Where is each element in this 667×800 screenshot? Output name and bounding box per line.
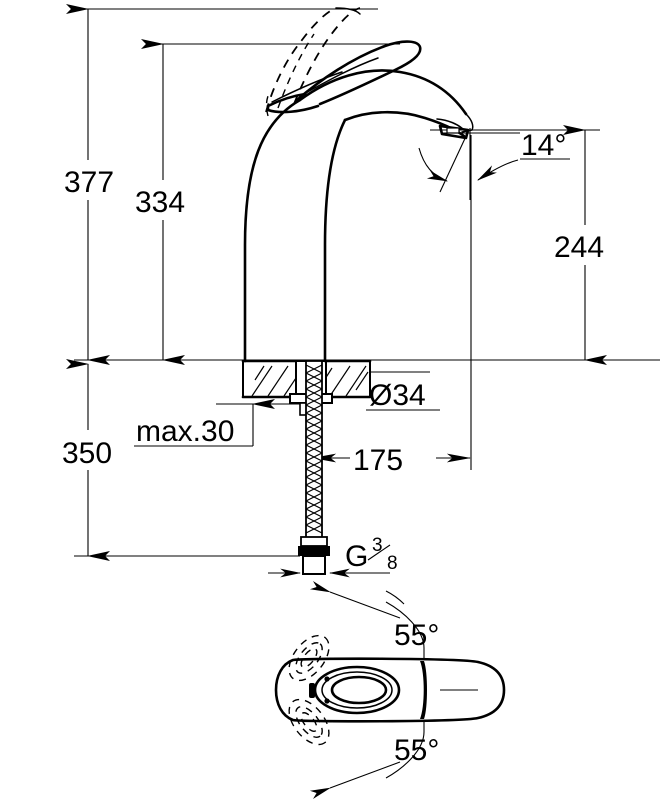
lever-handle (266, 40, 422, 114)
plan-body (274, 648, 506, 732)
angle14-tilt-ray (439, 131, 469, 193)
neck-tick-left (420, 661, 427, 719)
lever-upper-edge (295, 40, 422, 106)
dimension-max-30: max.30 (134, 399, 300, 448)
handle-rotated-upper (288, 634, 330, 682)
dim-55-upper-label: 55° (394, 619, 439, 652)
angle55-upper-ray (385, 601, 425, 649)
dim-244-label: 244 (554, 231, 604, 264)
dim-377-label: 377 (64, 166, 114, 199)
handle-lower-core (300, 712, 318, 732)
handle-upper-core (300, 648, 318, 668)
angle55-lower-arrow-line (309, 761, 401, 800)
handle-ring-inner (330, 675, 388, 705)
thread-denominator: 8 (387, 553, 398, 574)
dimension-thread: G 3 8 (268, 535, 398, 578)
handle-lower-outline (288, 698, 330, 746)
dim-d34-label: Ø34 (369, 379, 426, 412)
dim-max30-label: max.30 (136, 415, 234, 448)
dimension-377: 377 (60, 4, 144, 365)
lever-lower-edge (266, 104, 320, 114)
angle55-upper-arc (385, 590, 405, 605)
angle55-lower-ray (385, 731, 425, 779)
flexible-hose (298, 360, 330, 575)
dimension-outlet-angle: 14° (418, 128, 570, 200)
handle-ring-mid (321, 671, 393, 709)
hose-ferrule (300, 536, 328, 547)
dimension-55-lower: 55° (309, 731, 439, 800)
thread-connector (302, 555, 326, 575)
dimension-175: 175 (311, 440, 472, 477)
spout-upper-profile (298, 69, 468, 116)
dim-377-text-bg (60, 160, 144, 200)
dim-334-label: 334 (135, 186, 185, 219)
indicator-dot-bottom (324, 698, 330, 704)
spout-tip (461, 113, 474, 133)
dimension-334: 334 (133, 39, 219, 365)
lever-raised-left (265, 7, 337, 113)
dim-350-text-bg (60, 430, 144, 470)
indicator-bar (309, 683, 315, 698)
dimension-55-upper: 55° (309, 580, 439, 652)
angle14-arc-right (477, 159, 519, 181)
handle-upper-group (288, 634, 330, 682)
plan-body-outline (274, 657, 506, 723)
thread-fraction-bar (367, 544, 391, 561)
dim-55-lower-label: 55° (394, 734, 439, 767)
hose-braid-texture (305, 364, 323, 534)
indicator-dot-top (324, 676, 330, 682)
handle-upper-inner (295, 642, 323, 674)
column-left-profile (243, 98, 302, 363)
aerator-face (446, 127, 460, 134)
elevation-view: 377 334 350 244 175 (60, 4, 660, 578)
lever-handle-raised (265, 7, 361, 117)
dim-175-label: 175 (353, 444, 403, 477)
thread-numerator: 3 (372, 535, 383, 556)
lever-raised-pivot (265, 95, 269, 117)
handle-rotated-lower (288, 698, 330, 746)
dim-244-text-bg (552, 225, 638, 265)
dim-350-label: 350 (62, 437, 112, 470)
handle-lower-inner (295, 706, 323, 738)
dimension-244: 244 (552, 125, 638, 365)
plan-view: 55° 55° (274, 580, 506, 800)
dimension-350: 350 (60, 359, 144, 561)
faucet-column (243, 98, 347, 363)
dim-175-text-bg (350, 440, 436, 476)
column-right-profile (323, 118, 347, 363)
handle-upper-outline (288, 634, 330, 682)
angle14-arc-left (418, 147, 449, 182)
dim-334-text-bg (133, 180, 219, 220)
lever-raised-right (293, 7, 361, 105)
handle-lower-group (288, 698, 330, 746)
lever-crease (271, 71, 343, 103)
lever-raised-mid (277, 33, 315, 109)
thread-label-g: G (345, 540, 368, 573)
hose-hex-nut (298, 546, 330, 556)
lever-crease-2 (299, 57, 379, 97)
spout-arm (298, 69, 474, 140)
dim-14deg-label: 14° (521, 129, 566, 162)
angle55-upper-arrow-line (309, 580, 401, 619)
lever-raised-tip (335, 7, 361, 15)
